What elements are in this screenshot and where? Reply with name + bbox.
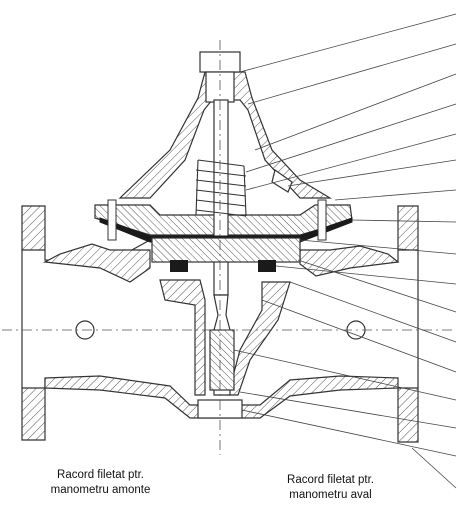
spring bbox=[195, 159, 247, 217]
downstream-caption-line1: Racord filetat ptr. bbox=[287, 474, 374, 486]
downstream-caption-line2: manometru aval bbox=[289, 489, 372, 501]
center-lines bbox=[2, 40, 456, 455]
left-flange-lower bbox=[21, 387, 46, 441]
upstream-gauge-caption: Racord filetat ptr. manometru amonte bbox=[18, 468, 183, 498]
body-lower bbox=[44, 375, 399, 419]
bolt-left bbox=[107, 199, 117, 241]
right-flange-lower bbox=[397, 387, 419, 443]
downstream-gauge-caption: Racord filetat ptr. manometru aval bbox=[268, 473, 393, 503]
leader-lines bbox=[233, 13, 457, 489]
left-flange bbox=[21, 205, 46, 251]
seat-partition bbox=[159, 279, 206, 396]
seal-right bbox=[258, 260, 276, 272]
upstream-caption-line1: Racord filetat ptr. bbox=[57, 469, 144, 481]
bolt-right bbox=[317, 199, 327, 241]
body-upper-left bbox=[43, 243, 151, 283]
body-upper-right bbox=[299, 245, 400, 277]
diaphragm bbox=[99, 217, 353, 243]
seal-left bbox=[170, 260, 188, 272]
right-flange bbox=[397, 205, 419, 251]
diaphragm-plate bbox=[151, 237, 301, 263]
outlet-partition bbox=[227, 281, 291, 396]
upstream-caption-line2: manometru amonte bbox=[50, 484, 151, 496]
